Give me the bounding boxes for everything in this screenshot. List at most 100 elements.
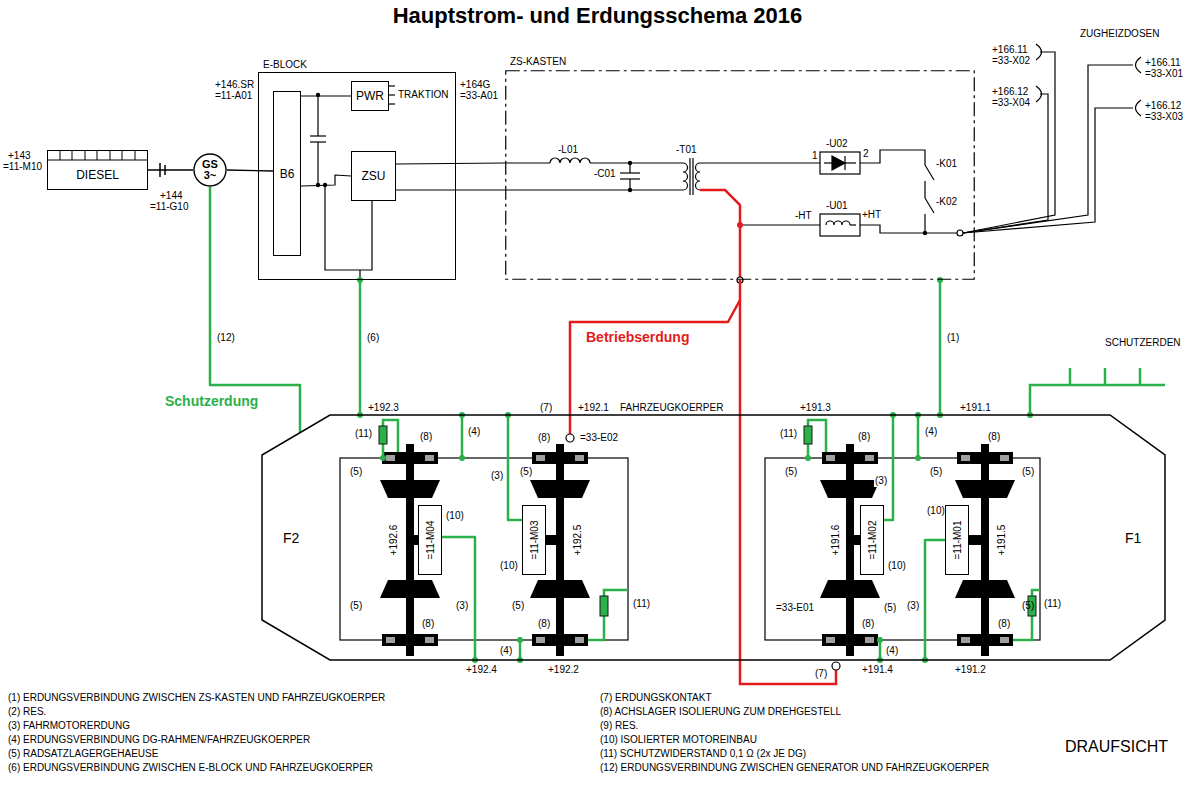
part-label: =11-A01 — [215, 90, 252, 102]
rectifier-box: B6 — [273, 91, 301, 256]
bearing-insulation — [386, 455, 395, 461]
callout-number: (5) — [884, 602, 896, 614]
operating-earth-dot — [737, 222, 743, 228]
circuit-wire — [317, 95, 318, 136]
wheelset — [380, 480, 440, 498]
callout-number: (7) — [540, 402, 552, 414]
motor-earth-line — [925, 540, 945, 660]
edge-label: (6) — [366, 332, 380, 344]
part-label: +191.1 — [960, 402, 991, 414]
wheelset — [955, 480, 1015, 498]
wheelset — [380, 580, 440, 598]
circuit-wire — [925, 198, 934, 213]
wheelset — [530, 580, 590, 598]
drive-shaft — [148, 169, 193, 170]
protective-earth-wire — [461, 415, 464, 458]
part-label: ZUGHEIZDOSEN — [1080, 28, 1159, 40]
block-heading: ZS-KASTEN — [510, 56, 566, 68]
callout-number: (8) — [538, 618, 550, 630]
protective-earth-wire — [1139, 368, 1142, 385]
part-label: +166.11 — [1145, 57, 1181, 69]
earth-junction-dot — [517, 637, 523, 643]
callout-number: (5) — [930, 466, 942, 478]
block-heading: E-BLOCK — [263, 59, 307, 71]
circuit-wire — [1136, 100, 1142, 116]
part-label: =33-X04 — [992, 97, 1030, 109]
resistor-symbol — [379, 426, 387, 444]
junction-dot — [923, 231, 927, 235]
part-label: +143 — [8, 150, 31, 162]
engine-grid — [122, 150, 123, 160]
component-name: B6 — [280, 167, 295, 181]
circuit-wire — [696, 163, 701, 190]
wheelset — [820, 580, 880, 598]
wheelset — [530, 480, 590, 498]
earth-junction-dot — [877, 637, 883, 643]
wheelset — [969, 535, 981, 545]
circuit-wire — [925, 165, 934, 180]
circuit-wire — [325, 185, 372, 270]
component-name: PWR — [356, 89, 384, 103]
part-label: +HT — [862, 209, 881, 221]
callout-number: (4) — [886, 645, 898, 657]
circuit-wire — [963, 108, 1133, 233]
circuit-wire — [700, 162, 820, 163]
view-label: DRAUFSICHT — [1065, 738, 1168, 756]
circuit-wire — [692, 158, 693, 195]
earth-junction-dot — [459, 455, 465, 461]
part-label: -HT — [795, 210, 812, 222]
circuit-wire — [820, 152, 860, 174]
circuit-wire — [340, 458, 628, 640]
wheelset — [981, 444, 989, 656]
operating-earth-line — [570, 280, 740, 415]
traction-motor-box: =11-M02 — [860, 505, 884, 575]
motor-earth-line — [884, 415, 893, 520]
legend-note: (12) ERDUNGSVERBINDUNG ZWISCHEN GENERATO… — [600, 762, 989, 774]
callout-number: (8) — [858, 431, 870, 443]
circuit-wire — [963, 52, 1055, 233]
edge-label: Betriebserdung — [585, 329, 690, 345]
part-label: =11-M10 — [3, 161, 42, 173]
circuit-wire — [505, 162, 550, 163]
callout-number: (8) — [988, 431, 1000, 443]
bearing-insulation — [575, 637, 584, 643]
part-label: SCHUTZERDEN — [1105, 337, 1181, 349]
dash-dot-frame — [506, 71, 975, 280]
circuit-wire — [820, 214, 860, 236]
traction-converter-box: PWR — [351, 81, 389, 111]
traction-motor-box: =11-M04 — [418, 505, 442, 575]
part-label: -U01 — [826, 200, 848, 212]
circuit-wire — [1136, 57, 1142, 73]
wheelset — [532, 634, 588, 646]
legend-note: (6) ERDUNGSVERBINDUNG ZWISCHEN E-BLOCK U… — [8, 762, 373, 774]
callout-number: (5) — [1022, 600, 1034, 612]
bearing-insulation — [1000, 637, 1009, 643]
earthing-line — [359, 280, 362, 415]
part-label: +191.4 — [862, 664, 893, 676]
circuit-wire — [388, 103, 395, 104]
traction-motor-box: =11-M01 — [945, 505, 969, 575]
traction-motor-box: =11-M03 — [522, 505, 546, 575]
callout-number: (4) — [925, 426, 937, 438]
protective-earth-wire — [1030, 385, 1165, 415]
callout-number: (5) — [1022, 466, 1034, 478]
generator-name: GS 3~ — [199, 159, 221, 181]
component-name: ZSU — [362, 169, 386, 183]
motor-earth-line — [508, 415, 522, 520]
circuit-wire — [845, 162, 856, 163]
part-label: -U02 — [826, 138, 848, 150]
callout-number: (7) — [815, 668, 827, 680]
callout-number: (8) — [420, 431, 432, 443]
part-label: =33-A01 — [460, 90, 498, 102]
part-label: +192.1 — [578, 402, 609, 414]
part-label: -L01 — [558, 144, 578, 156]
edge-label: (12) — [216, 332, 236, 344]
wheelset — [382, 452, 438, 464]
circuit-wire — [395, 189, 683, 190]
bearing-insulation — [536, 637, 545, 643]
protective-earth-wire — [1104, 368, 1107, 385]
operating-earth-dot — [737, 222, 743, 228]
end-label: F2 — [283, 530, 299, 546]
part-label: =33-X01 — [1145, 68, 1183, 80]
callout-number: (8) — [422, 618, 434, 630]
